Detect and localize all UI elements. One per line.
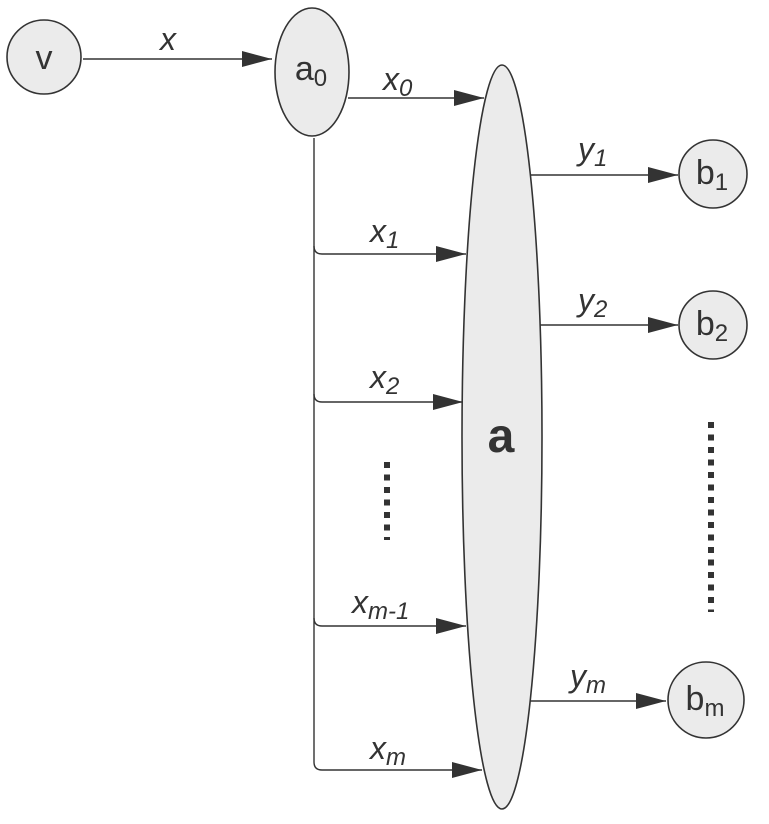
label-xm1: xm-1 (350, 584, 409, 625)
node-bm: bm (667, 661, 745, 739)
label-x2: x2 (368, 359, 399, 400)
label-xm: xm (368, 730, 406, 771)
label-x: x (158, 21, 177, 57)
svg-text:b1: b1 (696, 154, 728, 196)
svg-text:b2: b2 (696, 305, 728, 347)
edge-a0-a-xm1 (313, 617, 466, 634)
svg-text:a0: a0 (295, 50, 327, 92)
edges (83, 51, 678, 778)
svg-text:bm: bm (686, 680, 725, 722)
label-y1: y1 (576, 131, 607, 172)
edge-a0-a-x1 (313, 245, 466, 262)
edge-a0-a-x2 (313, 393, 463, 410)
label-x1: x1 (368, 213, 399, 254)
trunk-line (313, 138, 482, 778)
svg-text:a: a (488, 410, 515, 463)
svg-text:v: v (36, 39, 53, 77)
node-a0: a0 (274, 7, 350, 137)
node-a: a (461, 64, 543, 810)
edge-labels: x x0 x1 x2 xm-1 xm y1 y2 ym (158, 21, 607, 771)
node-b1: b1 (678, 139, 748, 209)
node-v: v (6, 19, 82, 95)
label-ym: ym (568, 658, 606, 699)
label-y2: y2 (576, 282, 607, 323)
label-x0: x0 (381, 61, 413, 102)
node-b2: b2 (678, 290, 748, 360)
